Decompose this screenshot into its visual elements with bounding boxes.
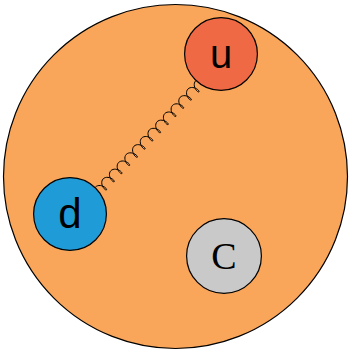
text-holder: d xyxy=(33,177,107,251)
quark-label: C xyxy=(211,234,236,278)
text-holder: u xyxy=(184,17,258,91)
quark-circle: u xyxy=(184,17,258,91)
circle-shape xyxy=(187,219,262,294)
circle-shape xyxy=(34,178,107,251)
hadron-circle xyxy=(4,5,348,349)
quark-label: d xyxy=(58,190,81,238)
quark-circle: d xyxy=(33,177,107,251)
quark-label: u xyxy=(210,32,232,77)
text-holder: C xyxy=(186,218,262,294)
circle-shape xyxy=(185,18,258,91)
gluon-spring xyxy=(95,81,199,190)
quark-circle: C xyxy=(186,218,262,294)
